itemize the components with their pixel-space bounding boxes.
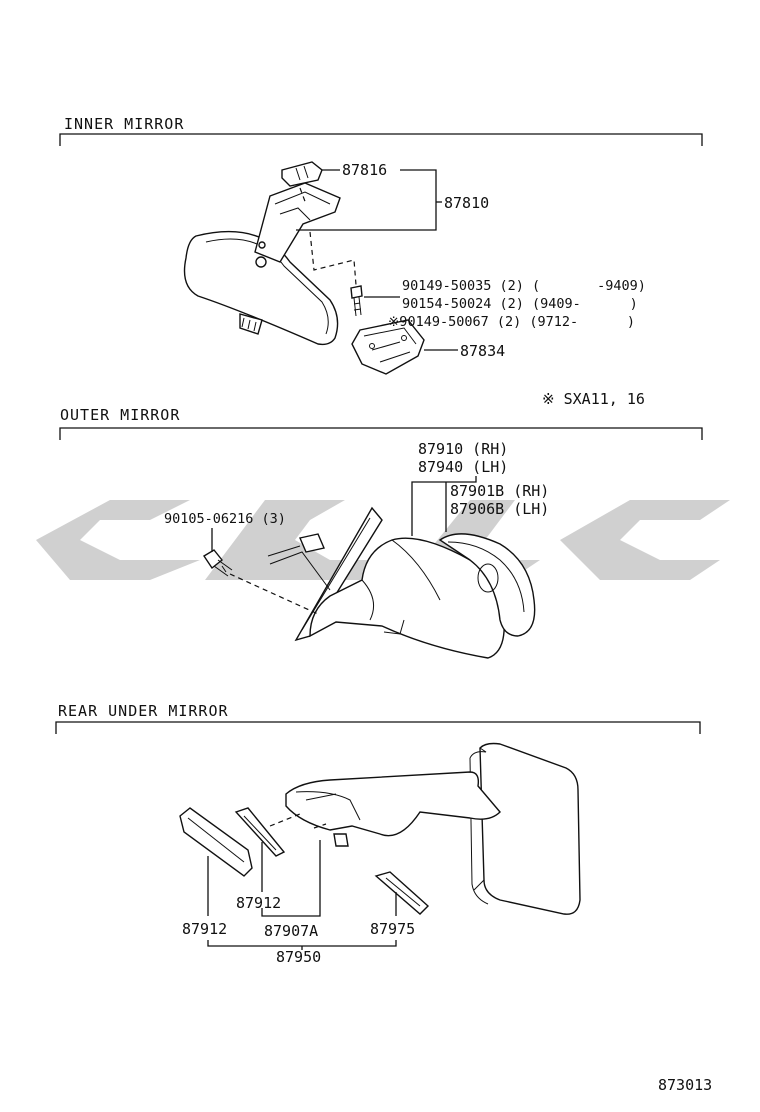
part-number-90149-50035: 90149-50035 (2) ( -9409) — [402, 278, 646, 294]
part-number-90154-50024: 90154-50024 (2) (9409- ) — [402, 296, 638, 312]
diagram-code: 873013 — [658, 1076, 712, 1094]
part-number-90149-50067: ※90149-50067 (2) (9712- ) — [388, 314, 635, 330]
part-number-87940-lh: 87940 (LH) — [418, 458, 508, 476]
model-note: ※ SXA11, 16 — [542, 390, 645, 408]
part-number-87816: 87816 — [342, 161, 387, 179]
part-number-87975: 87975 — [370, 920, 415, 938]
part-number-90105-06216: 90105-06216 (3) — [164, 511, 286, 527]
leader-87907a — [261, 840, 321, 917]
section-bracket-inner — [59, 133, 703, 146]
section-title-inner-mirror: INNER MIRROR — [64, 115, 184, 133]
section-title-rear-under-mirror: REAR UNDER MIRROR — [58, 702, 229, 720]
part-number-87810: 87810 — [444, 194, 489, 212]
inner-mirror-drawing — [183, 161, 425, 375]
part-number-87906b-lh: 87906B (LH) — [450, 500, 549, 518]
leader-87910 — [411, 476, 477, 536]
part-number-87901b-rh: 87901B (RH) — [450, 482, 549, 500]
part-number-87912-lower: 87912 — [182, 920, 227, 938]
outer-mirror-drawing — [203, 506, 536, 659]
section-bracket-rear — [55, 721, 701, 734]
leader-87950 — [207, 940, 397, 950]
section-title-outer-mirror: OUTER MIRROR — [60, 406, 180, 424]
section-bracket-outer — [59, 427, 703, 440]
part-number-87950: 87950 — [276, 948, 321, 966]
part-number-87910-rh: 87910 (RH) — [418, 440, 508, 458]
rear-under-mirror-drawing — [179, 742, 581, 915]
part-number-87907a: 87907A — [264, 922, 318, 940]
part-number-87834: 87834 — [460, 342, 505, 360]
part-number-87912-upper: 87912 — [236, 894, 281, 912]
leader-87810 — [296, 169, 437, 231]
